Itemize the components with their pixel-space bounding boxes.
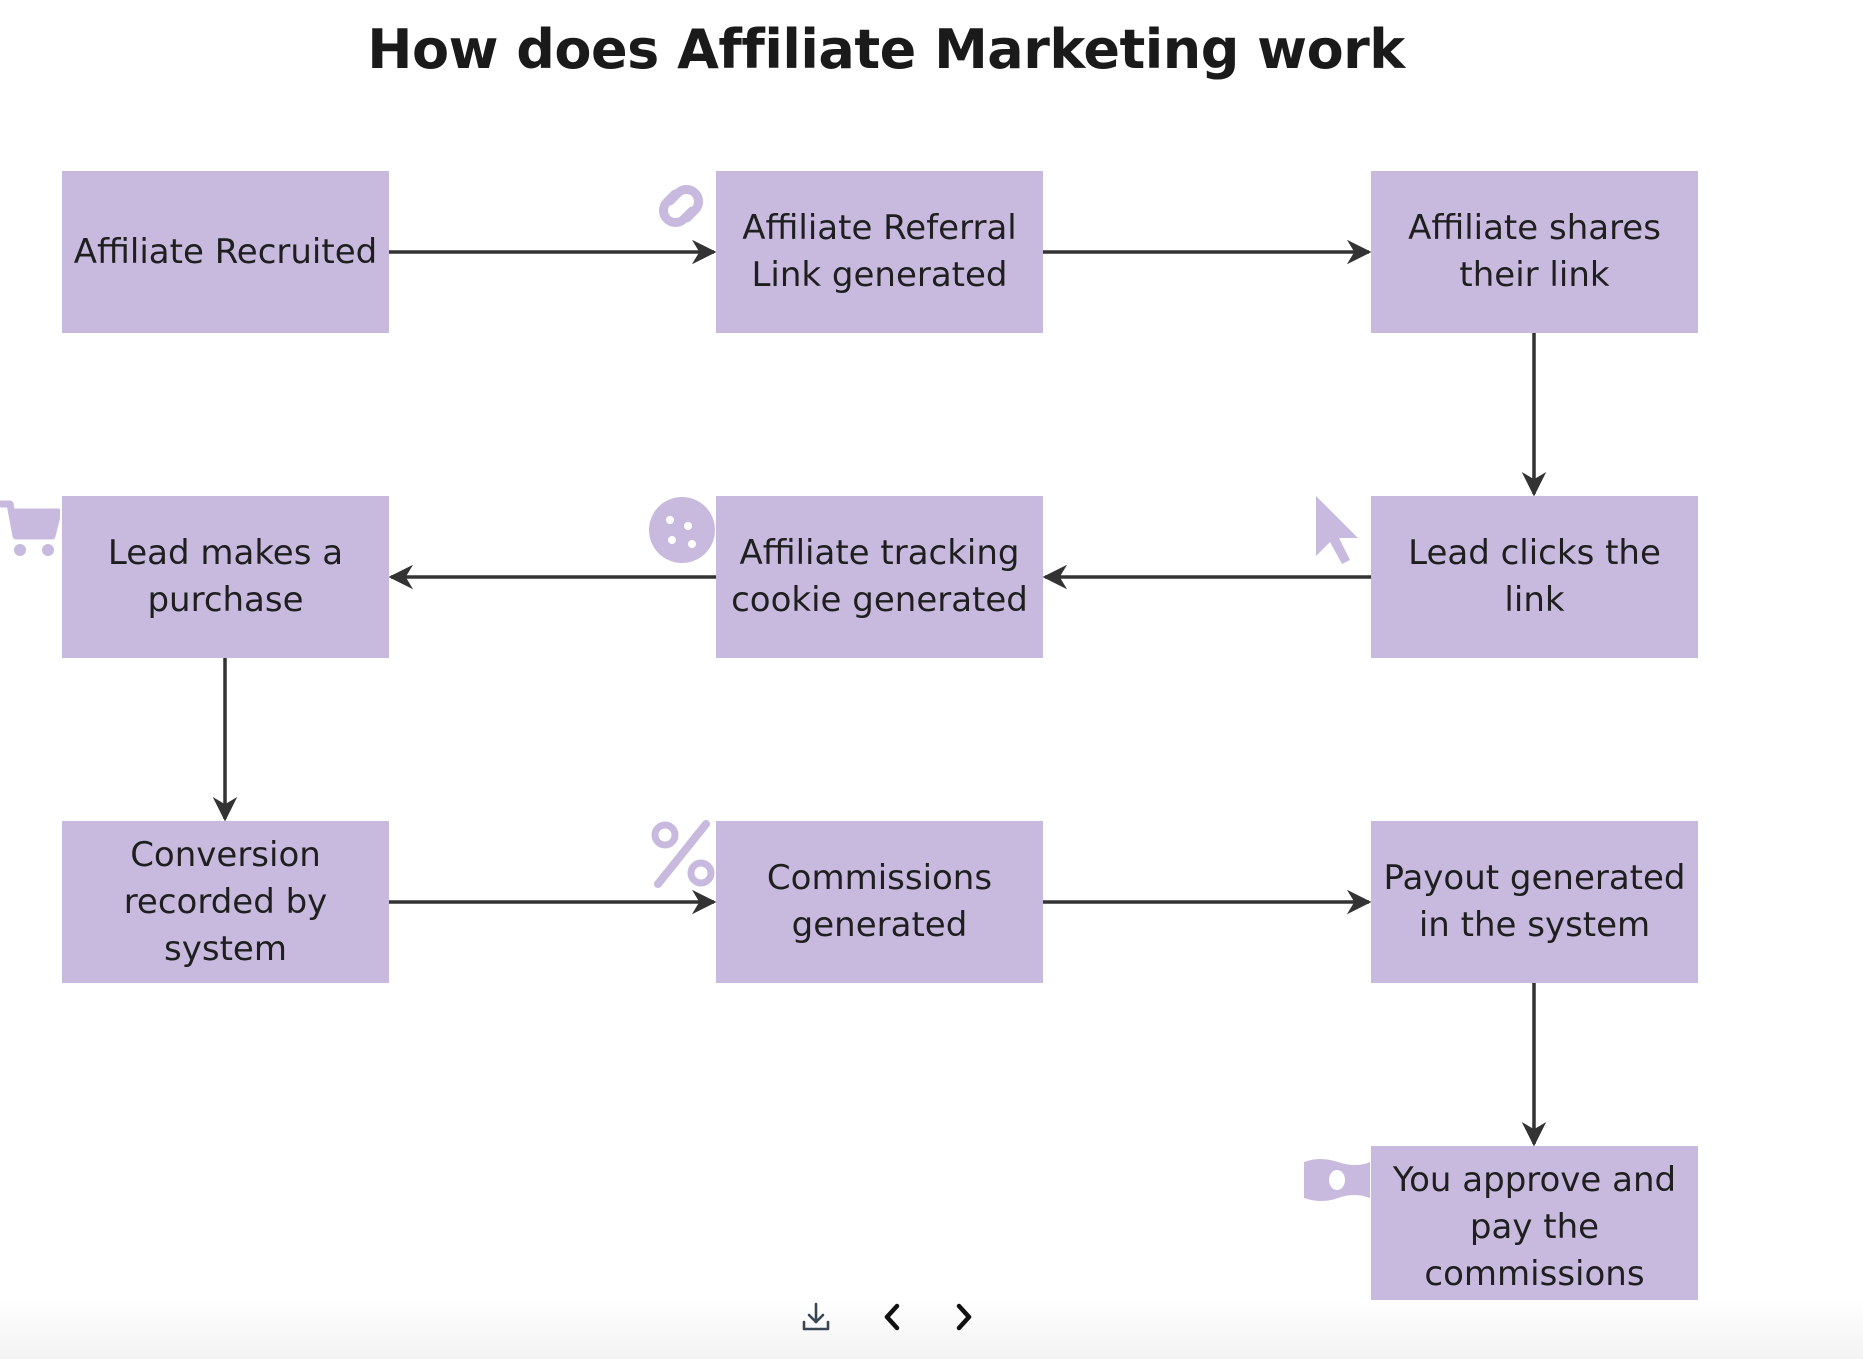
pointer-cursor-icon bbox=[1316, 496, 1358, 564]
step-label: You approve and pay the commissions bbox=[1392, 1159, 1677, 1294]
step-approve-and-pay: You approve and pay the commissions bbox=[1371, 1146, 1698, 1308]
previous-icon[interactable] bbox=[878, 1300, 908, 1334]
money-bill-icon bbox=[1304, 1159, 1370, 1201]
step-lead-clicks-link: Lead clicks the link bbox=[1371, 496, 1698, 658]
step-label: Affiliate Recruited bbox=[73, 231, 378, 272]
step-label: Payout generated in the system bbox=[1383, 858, 1686, 945]
step-tracking-cookie-generated: Affiliate tracking cookie generated bbox=[716, 496, 1043, 658]
step-label: Conversion recorded by system bbox=[123, 834, 328, 969]
step-label: Lead makes a purchase bbox=[107, 533, 344, 620]
percent-icon bbox=[651, 820, 715, 888]
cookie-icon bbox=[649, 497, 715, 563]
step-commissions-generated: Commissions generated bbox=[716, 821, 1043, 983]
step-label: Lead clicks the link bbox=[1408, 533, 1661, 620]
step-label: Affiliate Referral Link generated bbox=[742, 208, 1017, 295]
step-label: Commissions generated bbox=[766, 858, 993, 945]
step-conversion-recorded: Conversion recorded by system bbox=[62, 821, 389, 983]
bottom-toolbar bbox=[0, 1300, 1863, 1359]
step-affiliate-recruited: Affiliate Recruited bbox=[62, 171, 389, 333]
step-label: Affiliate tracking cookie generated bbox=[731, 533, 1028, 620]
diagram-title: How does Affiliate Marketing work bbox=[367, 18, 1405, 81]
step-affiliate-shares-link: Affiliate shares their link bbox=[1371, 171, 1698, 333]
link-icon bbox=[659, 185, 703, 227]
step-label: Affiliate shares their link bbox=[1408, 208, 1661, 295]
step-lead-makes-purchase: Lead makes a purchase bbox=[62, 496, 389, 658]
next-icon[interactable] bbox=[948, 1300, 978, 1334]
step-payout-generated: Payout generated in the system bbox=[1371, 821, 1698, 983]
download-icon[interactable] bbox=[800, 1300, 832, 1334]
shopping-cart-icon bbox=[0, 500, 60, 556]
step-referral-link-generated: Affiliate Referral Link generated bbox=[716, 171, 1043, 333]
